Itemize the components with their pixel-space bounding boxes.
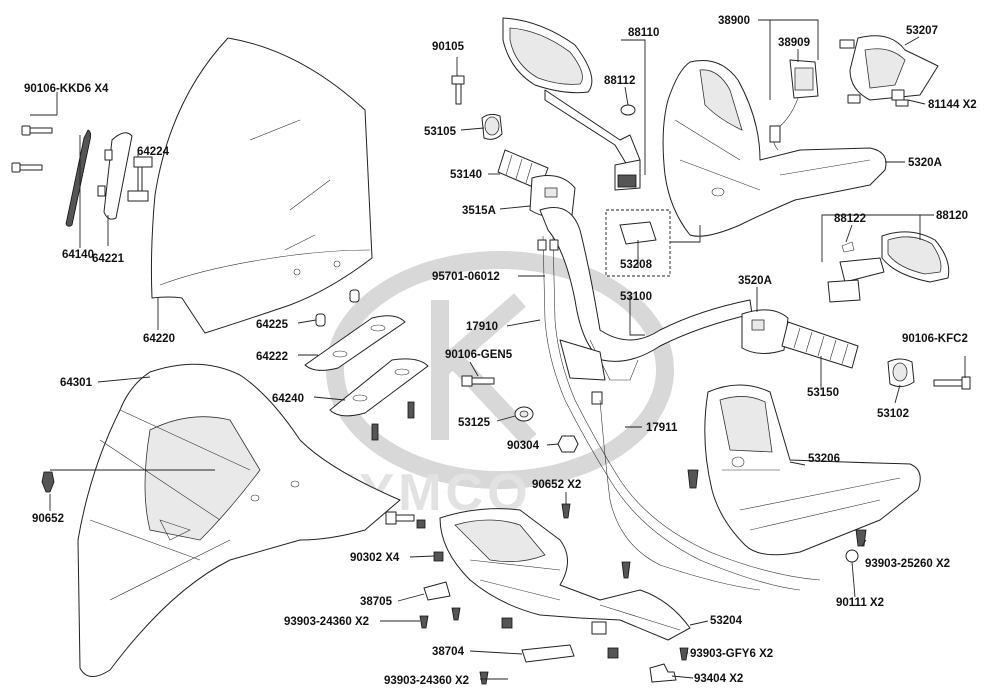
screws-90106-kkd6-drawing [11, 125, 53, 173]
bolt-90106-kfc2-drawing [933, 376, 971, 390]
label-93903-24360-top[interactable]: 93903-24360 X2 [284, 616, 369, 628]
label-64222[interactable]: 64222 [256, 351, 288, 363]
bar-end-weight-53102-drawing [887, 358, 915, 388]
label-88122[interactable]: 88122 [834, 213, 866, 225]
label-17910[interactable]: 17910 [466, 321, 498, 333]
label-17911[interactable]: 17911 [646, 422, 678, 434]
label-53100[interactable]: 53100 [620, 291, 652, 303]
label-90106-kkd6[interactable]: 90106-KKD6 X4 [24, 83, 109, 95]
label-53125[interactable]: 53125 [458, 417, 491, 429]
handlebar-53100-drawing [539, 207, 753, 405]
bolts-right-drawing [687, 469, 867, 563]
spacers-64224-drawing [127, 156, 153, 202]
label-53140[interactable]: 53140 [450, 169, 482, 181]
part-labels: 90106-KKD6 X4 64140 64221 64224 64220 64… [24, 15, 977, 687]
label-53105[interactable]: 53105 [424, 126, 457, 138]
label-38900[interactable]: 38900 [718, 15, 750, 27]
label-53207[interactable]: 53207 [906, 25, 938, 37]
cover-53207-drawing [839, 35, 939, 104]
right-switch-3520A-drawing [741, 309, 789, 354]
nut-88112-drawing [620, 104, 636, 116]
label-64224[interactable]: 64224 [137, 146, 170, 158]
nut-88122-drawing [841, 241, 855, 253]
windshield-64220-drawing [150, 37, 373, 334]
label-3520A[interactable]: 3520A [738, 275, 772, 287]
label-90304[interactable]: 90304 [507, 440, 540, 452]
label-53208[interactable]: 53208 [620, 259, 653, 271]
leader-lines [30, 19, 966, 680]
label-64221[interactable]: 64221 [92, 253, 125, 265]
nut-90304-drawing [557, 435, 579, 453]
label-95701-06012[interactable]: 95701-06012 [432, 271, 500, 283]
right-grip-53150-drawing [781, 321, 859, 369]
label-64225[interactable]: 64225 [256, 319, 289, 331]
bolt-90106-gen5-drawing [461, 375, 495, 387]
label-90111[interactable]: 90111 X2 [836, 597, 884, 609]
label-90652-left[interactable]: 90652 [32, 513, 64, 525]
lower-cover-53206-drawing [704, 384, 921, 556]
handle-cover-5320A-drawing [662, 60, 887, 237]
clip-90652-left-drawing [41, 471, 55, 493]
clips-81144-drawing [891, 89, 909, 107]
small-bolts-drawing [371, 401, 415, 441]
label-53204[interactable]: 53204 [710, 615, 743, 627]
small-parts-bottom-drawing [385, 503, 689, 685]
label-88110[interactable]: 88110 [628, 27, 659, 39]
label-53102[interactable]: 53102 [877, 408, 909, 420]
right-mirror-88120-drawing [827, 231, 950, 303]
trim-64140-drawing [65, 129, 92, 227]
label-81144[interactable]: 81144 X2 [928, 99, 977, 111]
bar-end-weight-53105-drawing [481, 113, 503, 140]
label-53150[interactable]: 53150 [807, 387, 839, 399]
label-38704[interactable]: 38704 [432, 646, 465, 658]
label-64301[interactable]: 64301 [60, 377, 93, 389]
part-53208-box [605, 209, 671, 277]
bracket-64221-drawing [97, 132, 133, 220]
bolt-90105-drawing [451, 75, 465, 105]
label-90106-gen5[interactable]: 90106-GEN5 [445, 349, 513, 361]
label-88120[interactable]: 88120 [936, 210, 968, 222]
label-3515A[interactable]: 3515A [462, 205, 496, 217]
plates-64222-64240-drawing [304, 315, 429, 417]
nut-53125-drawing [514, 406, 534, 422]
label-93404[interactable]: 93404 X2 [694, 673, 743, 685]
label-5320A[interactable]: 5320A [908, 157, 942, 169]
pins-64225-drawing [315, 289, 360, 327]
label-93903-gfy6[interactable]: 93903-GFY6 X2 [690, 648, 773, 660]
lower-bracket-53204-drawing [439, 508, 691, 641]
label-53206[interactable]: 53206 [808, 453, 840, 465]
label-38909[interactable]: 38909 [778, 37, 810, 49]
label-88112[interactable]: 88112 [604, 75, 635, 87]
label-93903-25260[interactable]: 93903-25260 X2 [865, 558, 950, 570]
label-90106-kfc2[interactable]: 90106-KFC2 [902, 333, 968, 345]
label-38705[interactable]: 38705 [360, 596, 393, 608]
label-64220[interactable]: 64220 [143, 333, 175, 345]
label-90652-x2[interactable]: 90652 X2 [532, 479, 581, 491]
cables-17910-17911-drawing [537, 235, 821, 591]
label-93903-24360-bottom[interactable]: 93903-24360 X2 [384, 675, 469, 687]
label-64240[interactable]: 64240 [272, 393, 304, 405]
connector-38900-drawing [769, 59, 819, 151]
label-64140[interactable]: 64140 [62, 249, 94, 261]
label-90105[interactable]: 90105 [432, 41, 465, 53]
label-90302[interactable]: 90302 X4 [350, 552, 400, 564]
front-cowl-64301-drawing [77, 363, 401, 677]
left-mirror-88110-drawing [502, 17, 641, 191]
